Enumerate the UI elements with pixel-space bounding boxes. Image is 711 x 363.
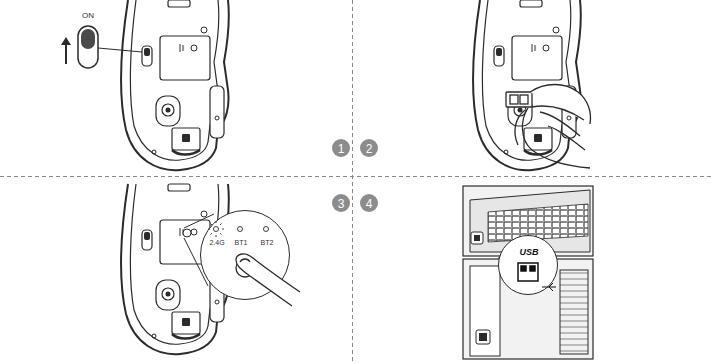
usb-zoom-circle: USB bbox=[498, 235, 558, 295]
callout-number: 3 bbox=[332, 194, 350, 212]
indicator-zoom-circle: 2.4G BT1 BT2 bbox=[200, 210, 290, 300]
node-text: BT1 bbox=[235, 239, 248, 246]
node-text: USB bbox=[519, 248, 538, 257]
node-text: 4 bbox=[366, 198, 373, 210]
switch-label: ON bbox=[82, 12, 94, 20]
node-text: 2 bbox=[366, 143, 373, 155]
callout-number: 1 bbox=[332, 139, 350, 157]
pairing-button-finger bbox=[236, 254, 300, 306]
switch-zoom bbox=[61, 26, 142, 68]
node-text: 1 bbox=[338, 143, 345, 155]
hand-with-receiver bbox=[506, 85, 591, 169]
node-text: BT2 bbox=[261, 239, 274, 246]
node-text: 3 bbox=[338, 198, 345, 210]
usb-port bbox=[518, 263, 556, 291]
callout-number: 4 bbox=[360, 194, 378, 212]
node-text: 2.4G bbox=[209, 239, 224, 246]
computer-illustration bbox=[463, 186, 593, 359]
mouse-step-1 bbox=[121, 0, 229, 170]
callout-number: 2 bbox=[360, 139, 378, 157]
indicator-lights bbox=[208, 221, 269, 237]
